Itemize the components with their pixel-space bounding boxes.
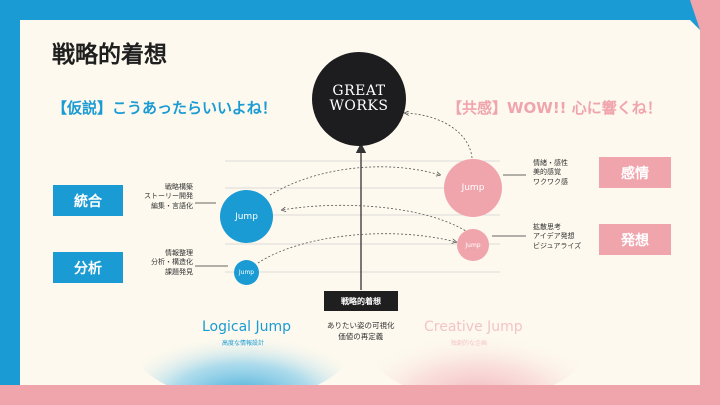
ideation-notes: 拡散思考 アイデア発想 ビジュアライズ <box>533 223 581 251</box>
ideation-note: 拡散思考 <box>533 223 561 231</box>
great-works-line2: WORKS <box>329 98 389 114</box>
great-works-line1: GREAT <box>332 83 386 100</box>
creative-jump-subtitle: 独創的な企画 <box>451 340 488 347</box>
strategic-idea-subtext: ありたい姿の可視化 価値の再定義 <box>327 320 395 343</box>
emotion-note: 美的感覚 <box>533 168 561 177</box>
analysis-note: 課題発見 <box>165 267 193 276</box>
logical-jump-small: Jump <box>234 260 259 285</box>
great-works-circle: GREAT WORKS <box>312 52 406 146</box>
emotion-notes: 情緒・感性 美的感覚 ワクワク感 <box>533 159 568 187</box>
emotion-box: 感情 <box>599 157 671 188</box>
empathy-heading: 【共感】WOW!! 心に響くね！ <box>447 99 662 117</box>
strategic-idea-label: 戦略的着想 <box>324 291 398 311</box>
hypothesis-heading: 【仮説】こうあったらいいよね！ <box>52 99 277 117</box>
strategic-idea-sub1: ありたい姿の可視化 <box>327 321 395 330</box>
integration-box: 統合 <box>53 185 123 216</box>
creative-jump-small: Jump <box>457 229 489 261</box>
logical-jump-large: Jump <box>220 190 273 243</box>
integration-note: 戦略構築 <box>165 183 193 191</box>
ideation-box: 発想 <box>599 224 671 255</box>
analysis-notes: 情報整理 分析・構造化 課題発見 <box>151 249 193 277</box>
ideation-note: ビジュアライズ <box>533 241 582 250</box>
strategic-idea-sub2: 価値の再定義 <box>338 332 384 342</box>
emotion-note: ワクワク感 <box>533 177 568 186</box>
integration-note: ストーリー開発 <box>144 192 193 201</box>
creative-jump-large: Jump <box>444 159 502 217</box>
analysis-box: 分析 <box>53 252 123 283</box>
slide-title: 戦略的着想 <box>52 42 167 68</box>
analysis-note: 情報整理 <box>165 249 193 257</box>
analysis-note: 分析・構造化 <box>151 258 193 267</box>
logical-jump-subtitle: 高度な情報設計 <box>222 340 265 347</box>
emotion-note: 情緒・感性 <box>533 159 568 167</box>
integration-notes: 戦略構築 ストーリー開発 編集・言語化 <box>144 183 193 211</box>
ideation-note: アイデア発想 <box>533 232 575 241</box>
logical-jump-title: Logical Jump <box>202 319 292 335</box>
creative-jump-title: Creative Jump <box>424 319 523 335</box>
integration-note: 編集・言語化 <box>151 201 193 210</box>
